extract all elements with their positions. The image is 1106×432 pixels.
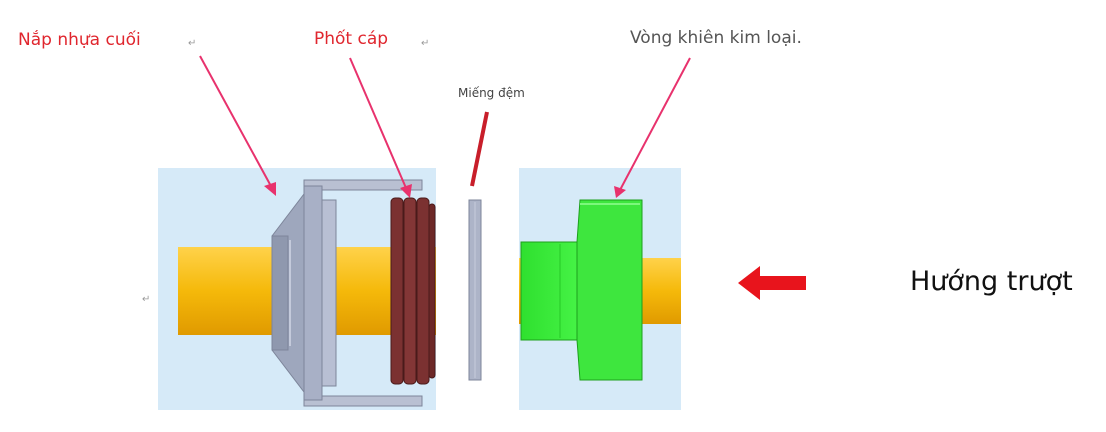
callout-line-cable-seal [349,57,407,189]
cable-seal-part [390,197,436,385]
label-shield-ring: Vòng khiên kim loại. [630,28,802,48]
label-gasket: Miếng đệm [458,86,525,100]
shield-ring-part [520,199,643,381]
callout-arrowhead-cable-seal [400,184,412,198]
slide-direction-arrow [738,266,806,300]
gasket-part [468,199,482,381]
callout-line-gasket [470,111,489,187]
label-slide-direction: Hướng trượt [910,266,1073,297]
end-cap-part [271,179,423,407]
callout-arrowhead-end-cap [264,182,276,196]
label-cable-seal: Phốt cáp [314,29,389,49]
paragraph-mark-icon: ↵ [421,38,430,49]
paragraph-mark-icon: ↵ [188,38,197,49]
label-end-cap: Nắp nhựa cuối [18,30,141,50]
paragraph-mark-icon: ↵ [142,294,151,305]
callout-arrowhead-shield-ring [614,186,626,198]
callout-line-shield-ring [619,57,691,191]
callout-line-end-cap [199,55,273,189]
callout-lines [199,55,691,198]
